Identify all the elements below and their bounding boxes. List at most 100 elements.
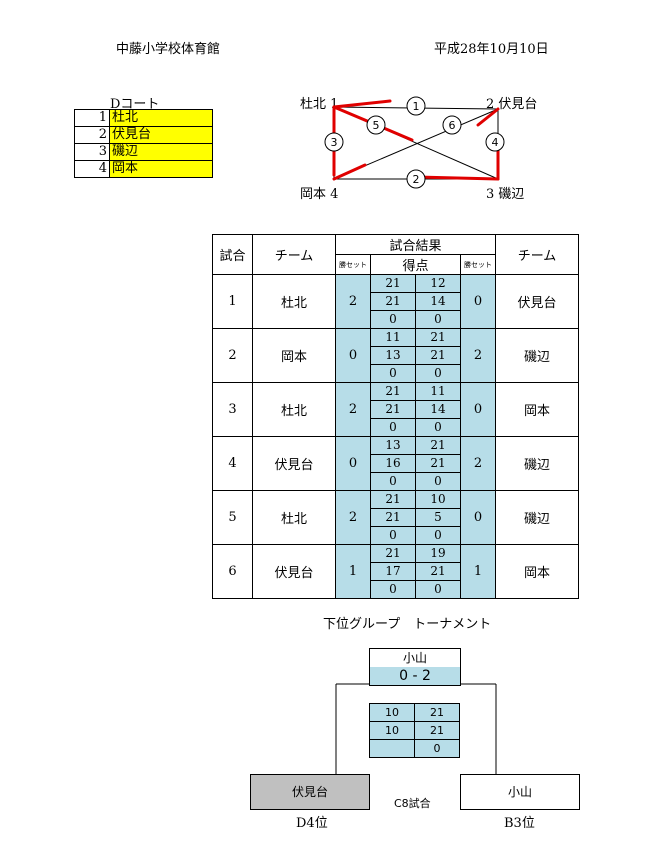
point-right: 11 — [415, 382, 461, 401]
tournament-title: 下位グループ トーナメント — [323, 617, 492, 632]
point-left: 0 — [370, 364, 416, 383]
match-no: 5 — [212, 490, 253, 545]
match-circle — [406, 96, 426, 116]
match-circle — [485, 132, 505, 152]
team-left: 杜北 — [252, 382, 336, 437]
team-name: 杜北 — [109, 109, 213, 127]
sets-right: 0 — [460, 382, 496, 437]
match-no: 4 — [212, 436, 253, 491]
point-left: 13 — [370, 436, 416, 455]
point-right: 0 — [415, 526, 461, 545]
sets-right: 2 — [460, 436, 496, 491]
team-left: 岡本 — [252, 328, 336, 383]
match-no: 6 — [212, 544, 253, 599]
point-right: 0 — [415, 418, 461, 437]
diagram-label-bl: 岡本 4 — [300, 187, 339, 202]
sets-left: 2 — [335, 274, 371, 329]
point-right: 5 — [415, 508, 461, 527]
team-left: 伏見台 — [252, 436, 336, 491]
point-left: 17 — [370, 562, 416, 581]
points-right: 0 — [414, 739, 460, 758]
point-left: 21 — [370, 400, 416, 419]
team-name: 磯辺 — [109, 143, 213, 161]
team-left: 杜北 — [252, 274, 336, 329]
match-no: 3 — [212, 382, 253, 437]
header-sets-right: 勝セット — [460, 254, 496, 275]
point-left: 21 — [370, 490, 416, 509]
point-right: 0 — [415, 310, 461, 329]
match-circle — [406, 169, 426, 189]
win-line-7 — [476, 107, 500, 127]
header-team-left: チーム — [252, 234, 336, 275]
team-left: 杜北 — [252, 490, 336, 545]
sets-left: 0 — [335, 436, 371, 491]
match-label: C8試合 — [394, 797, 431, 810]
point-right: 0 — [415, 364, 461, 383]
header-sets-left: 勝セット — [335, 254, 371, 275]
match-number: 2 — [413, 173, 420, 186]
point-right: 0 — [415, 580, 461, 599]
team-right: 磯辺 — [495, 436, 579, 491]
left-team-box: 伏見台 — [250, 774, 370, 810]
sets-right: 1 — [460, 544, 496, 599]
points-row: 0 — [369, 739, 460, 758]
match-no: 2 — [212, 328, 253, 383]
sets-left: 2 — [335, 490, 371, 545]
team-right: 磯辺 — [495, 490, 579, 545]
diagram-label-tl: 杜北 1 — [300, 97, 339, 112]
match-number: 1 — [413, 100, 420, 113]
team-number: 1 — [74, 109, 110, 127]
right-team-box: 小山 — [460, 774, 580, 810]
sets-right: 2 — [460, 328, 496, 383]
venue-title: 中藤小学校体育館 — [116, 42, 221, 57]
win-line-2 — [414, 175, 500, 181]
match-number: 5 — [373, 119, 380, 132]
point-right: 21 — [415, 562, 461, 581]
point-left: 11 — [370, 328, 416, 347]
team-right: 岡本 — [495, 382, 579, 437]
match-circle — [442, 115, 462, 135]
point-left: 0 — [370, 472, 416, 491]
point-right: 21 — [415, 436, 461, 455]
match-diagram: 1 2 3 4 5 6 — [324, 96, 505, 189]
point-right: 19 — [415, 544, 461, 563]
point-left: 0 — [370, 580, 416, 599]
point-right: 21 — [415, 454, 461, 473]
point-left: 0 — [370, 526, 416, 545]
team-right: 伏見台 — [495, 274, 579, 329]
final-score: 0 - 2 — [369, 667, 461, 686]
diagram-label-br: 3 磯辺 — [486, 187, 525, 202]
court-title: Dコート — [110, 97, 160, 112]
match-circle — [324, 132, 344, 152]
points-right: 21 — [414, 703, 460, 722]
points-left: 10 — [369, 703, 415, 722]
right-rank: B3位 — [504, 816, 535, 831]
point-right: 12 — [415, 274, 461, 293]
sets-right: 0 — [460, 490, 496, 545]
team-left: 伏見台 — [252, 544, 336, 599]
sets-left: 1 — [335, 544, 371, 599]
point-left: 16 — [370, 454, 416, 473]
win-line-1 — [332, 99, 392, 109]
match-number: 3 — [331, 136, 338, 149]
team-number: 3 — [74, 143, 110, 161]
team-name: 伏見台 — [109, 126, 213, 144]
win-line-4 — [332, 163, 367, 181]
team-number: 4 — [74, 160, 110, 178]
